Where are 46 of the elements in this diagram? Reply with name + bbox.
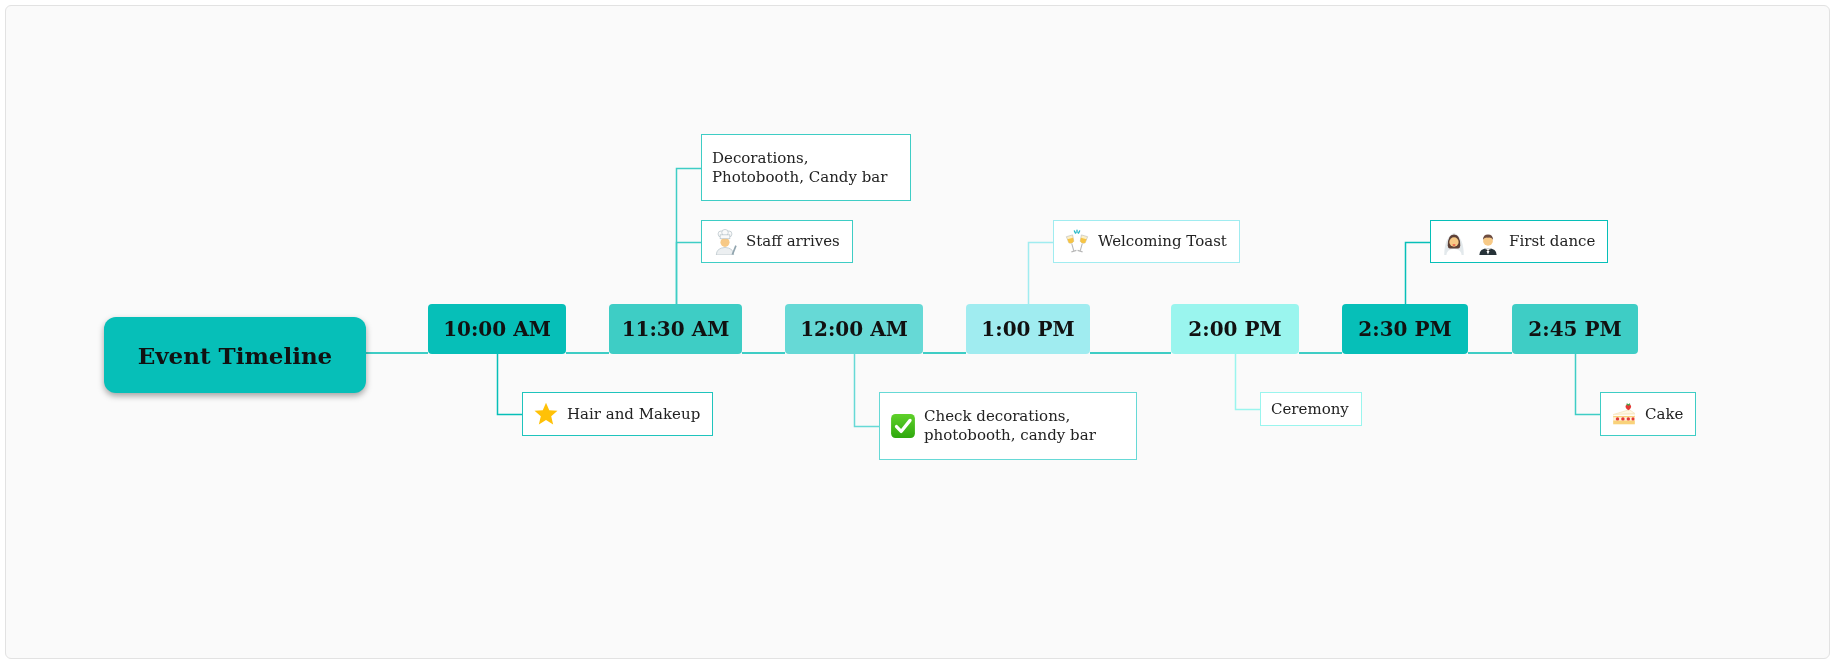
activity-label: Hair and Makeup xyxy=(567,404,701,424)
branch-line xyxy=(675,241,702,305)
timeline-line xyxy=(741,352,786,354)
timeline-line xyxy=(922,352,967,354)
time-label: 10:00 AM xyxy=(443,317,551,341)
time-label: 1:00 PM xyxy=(981,317,1075,341)
time-label: 2:45 PM xyxy=(1528,317,1622,341)
activity-label: Cake xyxy=(1645,404,1684,424)
timeline-line xyxy=(1467,352,1513,354)
activity-label: First dance xyxy=(1509,232,1596,251)
activity-box xyxy=(522,392,714,436)
branch-line xyxy=(853,353,880,428)
central-topic xyxy=(104,317,366,393)
branch-line xyxy=(496,353,523,416)
timeline-line xyxy=(565,352,610,354)
branch-line xyxy=(1234,353,1261,411)
activity-box xyxy=(1260,392,1362,426)
activity-box xyxy=(879,392,1137,460)
time-box xyxy=(1512,304,1638,354)
branch-line xyxy=(1404,241,1431,305)
activity-label: Check decorations, photobooth, candy bar xyxy=(924,407,1097,445)
time-box xyxy=(785,304,923,354)
timeline-line xyxy=(1089,352,1172,354)
activity-label: Staff arrives xyxy=(746,232,840,251)
time-label: 2:00 PM xyxy=(1188,317,1282,341)
time-box xyxy=(609,304,742,354)
activity-box xyxy=(701,220,853,263)
activity-label: Ceremony xyxy=(1271,399,1349,419)
activity-box xyxy=(1430,220,1609,263)
activity-label: Decorations, Photobooth, Candy bar xyxy=(712,148,889,187)
activity-label: Welcoming Toast xyxy=(1098,232,1227,251)
time-box xyxy=(428,304,566,354)
activity-box xyxy=(1600,392,1697,436)
activity-box xyxy=(701,134,911,201)
time-box xyxy=(1342,304,1468,354)
branch-line xyxy=(1027,241,1054,305)
activity-box xyxy=(1053,220,1240,263)
timeline-line xyxy=(365,352,429,354)
branch-line xyxy=(1574,353,1601,416)
time-label: 2:30 PM xyxy=(1358,317,1452,341)
time-box xyxy=(1171,304,1299,354)
time-label: 11:30 AM xyxy=(621,317,730,341)
time-label: 12:00 AM xyxy=(800,317,908,341)
timeline-line xyxy=(1298,352,1343,354)
topic-title: Event Timeline xyxy=(137,341,333,369)
time-box xyxy=(966,304,1090,354)
